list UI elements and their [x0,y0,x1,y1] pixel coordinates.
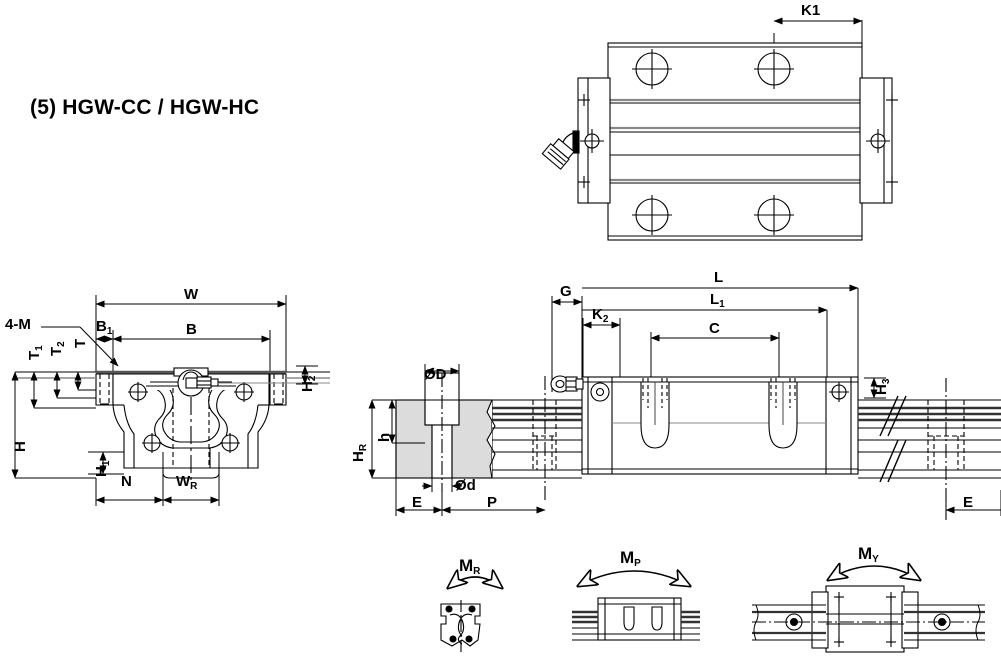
dimension-label-B1: B1 [96,318,113,337]
moment-label-MP: MP [620,548,641,569]
dimension-label-K1: K1 [801,2,821,19]
dimension-label-H3: H3 [873,378,892,395]
dimension-label-E-right: E [963,494,974,511]
moment-yaw-geometry [752,566,985,653]
dimension-label-B: B [186,321,197,338]
dimension-label-L1: L1 [710,291,725,310]
moment-label-MR: MR [459,556,481,577]
moment-roll-geometry [440,577,502,652]
dimension-label-h: h [376,432,393,442]
dimension-label-C: C [709,320,720,337]
page-title: (5) HGW-CC / HGW-HC [30,96,260,119]
dimension-label-T2: T2 [48,341,67,356]
dimension-label-T1: T1 [26,345,45,360]
front-view-geometry [11,295,330,506]
moment-pitch-geometry [572,571,700,641]
dimension-label-HR: HR [350,443,369,462]
dimension-label-E: E [412,494,423,511]
dimension-label-OD: ØD [424,366,447,383]
callout-label-4-M: 4-M [5,316,31,333]
dimension-label-K2: K2 [592,306,609,325]
dimension-label-W: W [184,286,199,303]
dimension-label-WR: WR [176,473,198,492]
dimension-label-H: H [12,441,29,452]
dimension-label-H1: H1 [93,460,112,477]
dimension-label-G: G [560,283,572,300]
moment-label-MY: MY [858,544,879,565]
dimension-label-N: N [121,473,132,490]
dimension-label-Od: Ød [455,477,476,494]
dimension-label-L: L [714,269,724,286]
dimension-label-T: T [72,338,89,348]
dimension-label-H2: H2 [299,375,318,392]
dimension-label-P: P [487,494,498,511]
side-view-geometry [368,284,1001,520]
top-view-geometry [541,17,898,241]
